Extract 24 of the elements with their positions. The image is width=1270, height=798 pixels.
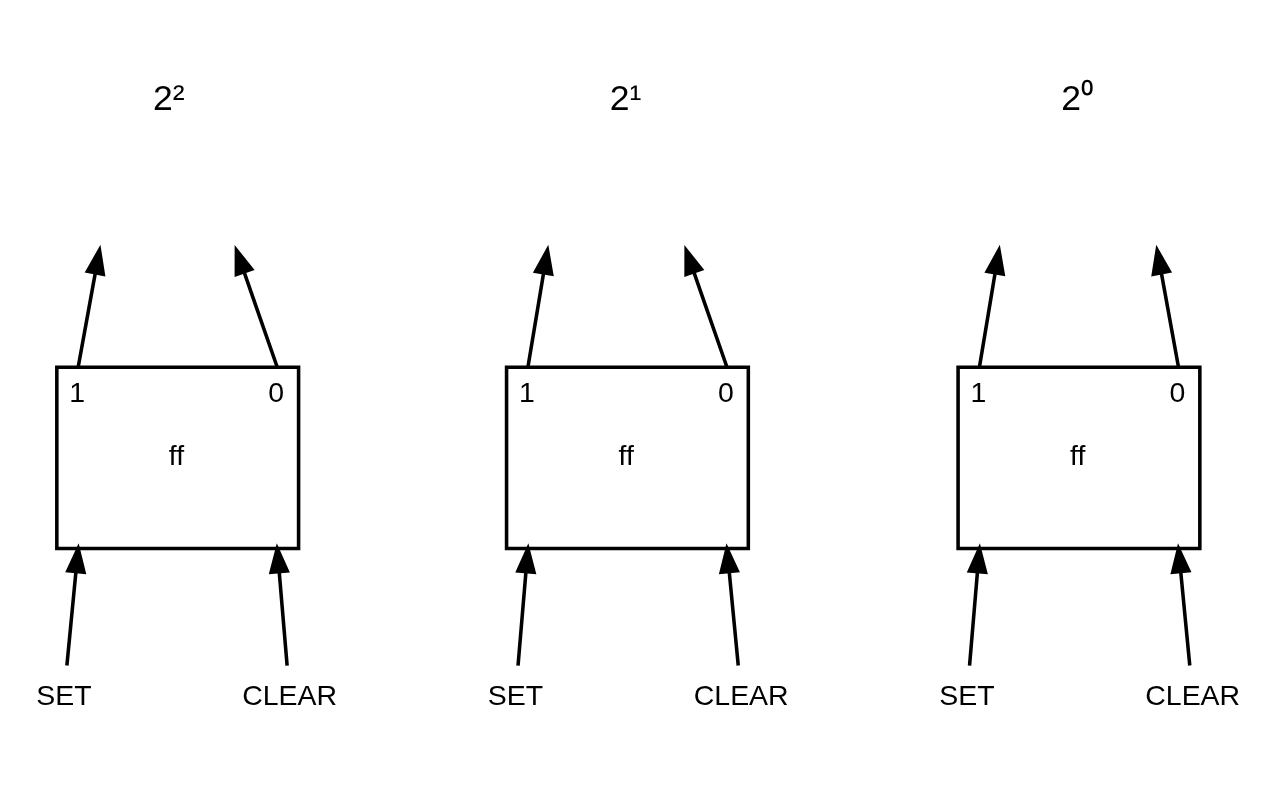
node-text: CLEAR (242, 678, 338, 711)
arrow (76, 244, 106, 368)
arrow (234, 244, 279, 368)
arrow (526, 244, 554, 368)
node-box: 1 0 ff (956, 364, 1202, 550)
node-text: CLEAR (1145, 678, 1241, 711)
label: 2¹ (609, 77, 642, 118)
arrow (1170, 542, 1192, 666)
arrow (718, 542, 741, 666)
node-box: 1 0 ff (504, 364, 751, 550)
arrow (684, 244, 729, 368)
label: 2⁰ (1061, 77, 1094, 118)
arrow (65, 542, 87, 666)
node-text: SET (939, 678, 995, 711)
label: 2² (153, 77, 185, 118)
node-text: CLEAR (693, 678, 789, 711)
arrow (1151, 244, 1181, 368)
node-box: 1 0 ff (55, 364, 301, 550)
node-text: SET (487, 678, 544, 711)
node-text: SET (36, 678, 92, 711)
arrow (515, 542, 537, 666)
arrow (977, 244, 1006, 368)
arrow (966, 542, 988, 666)
arrow (268, 542, 290, 666)
